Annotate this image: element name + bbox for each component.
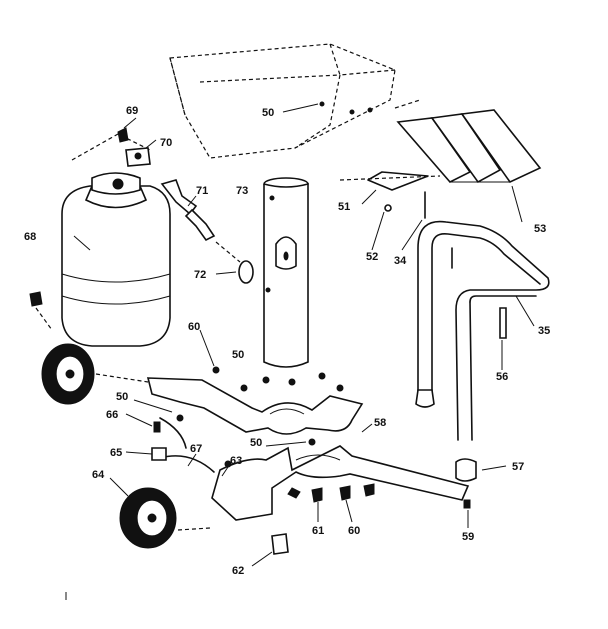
- part-label-65: 65: [110, 447, 122, 459]
- part-label-53: 53: [534, 223, 546, 235]
- shelf-bracket: [367, 171, 429, 191]
- wheel-guide-line: [95, 373, 211, 531]
- firebox-outline: [169, 43, 396, 159]
- part-label-51: 51: [338, 201, 350, 213]
- part-label-73: 73: [236, 185, 248, 197]
- part-label-70: 70: [160, 137, 172, 149]
- part-label-60: 60: [348, 525, 360, 537]
- part-label-56: 56: [496, 371, 508, 383]
- tank-bolt-guide: [35, 307, 53, 331]
- firebox-screw: [367, 107, 373, 113]
- part-label-52: 52: [366, 251, 378, 263]
- cart-frame-upper: [146, 366, 364, 435]
- part-label-59: 59: [462, 531, 474, 543]
- propane-tank: [61, 172, 171, 347]
- leg-cap: [415, 389, 435, 408]
- valve-bolt: [117, 127, 129, 143]
- shelf-guide-line: [339, 99, 441, 181]
- part-label-68: 68: [24, 231, 36, 243]
- part-label-34: 34: [394, 255, 407, 267]
- frame-bolt: [499, 307, 507, 339]
- axle-block: [151, 447, 167, 461]
- wheel-upper: [41, 343, 95, 405]
- part-label-62: 62: [232, 565, 244, 577]
- fasteners: [29, 291, 471, 555]
- part-label-64: 64: [92, 469, 105, 481]
- part-label-63: 63: [230, 455, 242, 467]
- side-shelf: [396, 109, 542, 184]
- axle-clamp: [159, 417, 187, 449]
- firebox-screw: [349, 109, 355, 115]
- leg-cap-lower: [455, 458, 477, 482]
- leader-lines: [73, 103, 535, 567]
- center-post: [263, 177, 309, 368]
- regulator-hose: [160, 179, 216, 242]
- bracket-screw: [384, 204, 392, 212]
- part-label-67: 67: [190, 443, 202, 455]
- part-label-72: 72: [194, 269, 206, 281]
- part-label-35: 35: [538, 325, 550, 337]
- wheel-lower: [119, 487, 177, 549]
- axle-strap: [159, 455, 215, 473]
- part-label-61: 61: [312, 525, 324, 537]
- part-label-50: 50: [232, 349, 244, 361]
- hose-guide-line: [215, 241, 241, 263]
- o-ring: [238, 260, 254, 284]
- part-label-50: 50: [262, 107, 274, 119]
- cart-frame-lower: [211, 445, 470, 521]
- part-label-66: 66: [106, 409, 118, 421]
- part-label-69: 69: [126, 105, 138, 117]
- valve-fitting-hole: [134, 152, 142, 160]
- part-label-58: 58: [374, 417, 386, 429]
- part-label-50: 50: [116, 391, 128, 403]
- part-label-71: 71: [196, 185, 208, 197]
- part-label-50: 50: [250, 437, 262, 449]
- part-label-57: 57: [512, 461, 524, 473]
- part-label-60: 60: [188, 321, 200, 333]
- frame-tube: [417, 220, 550, 441]
- firebox-screw: [319, 101, 325, 107]
